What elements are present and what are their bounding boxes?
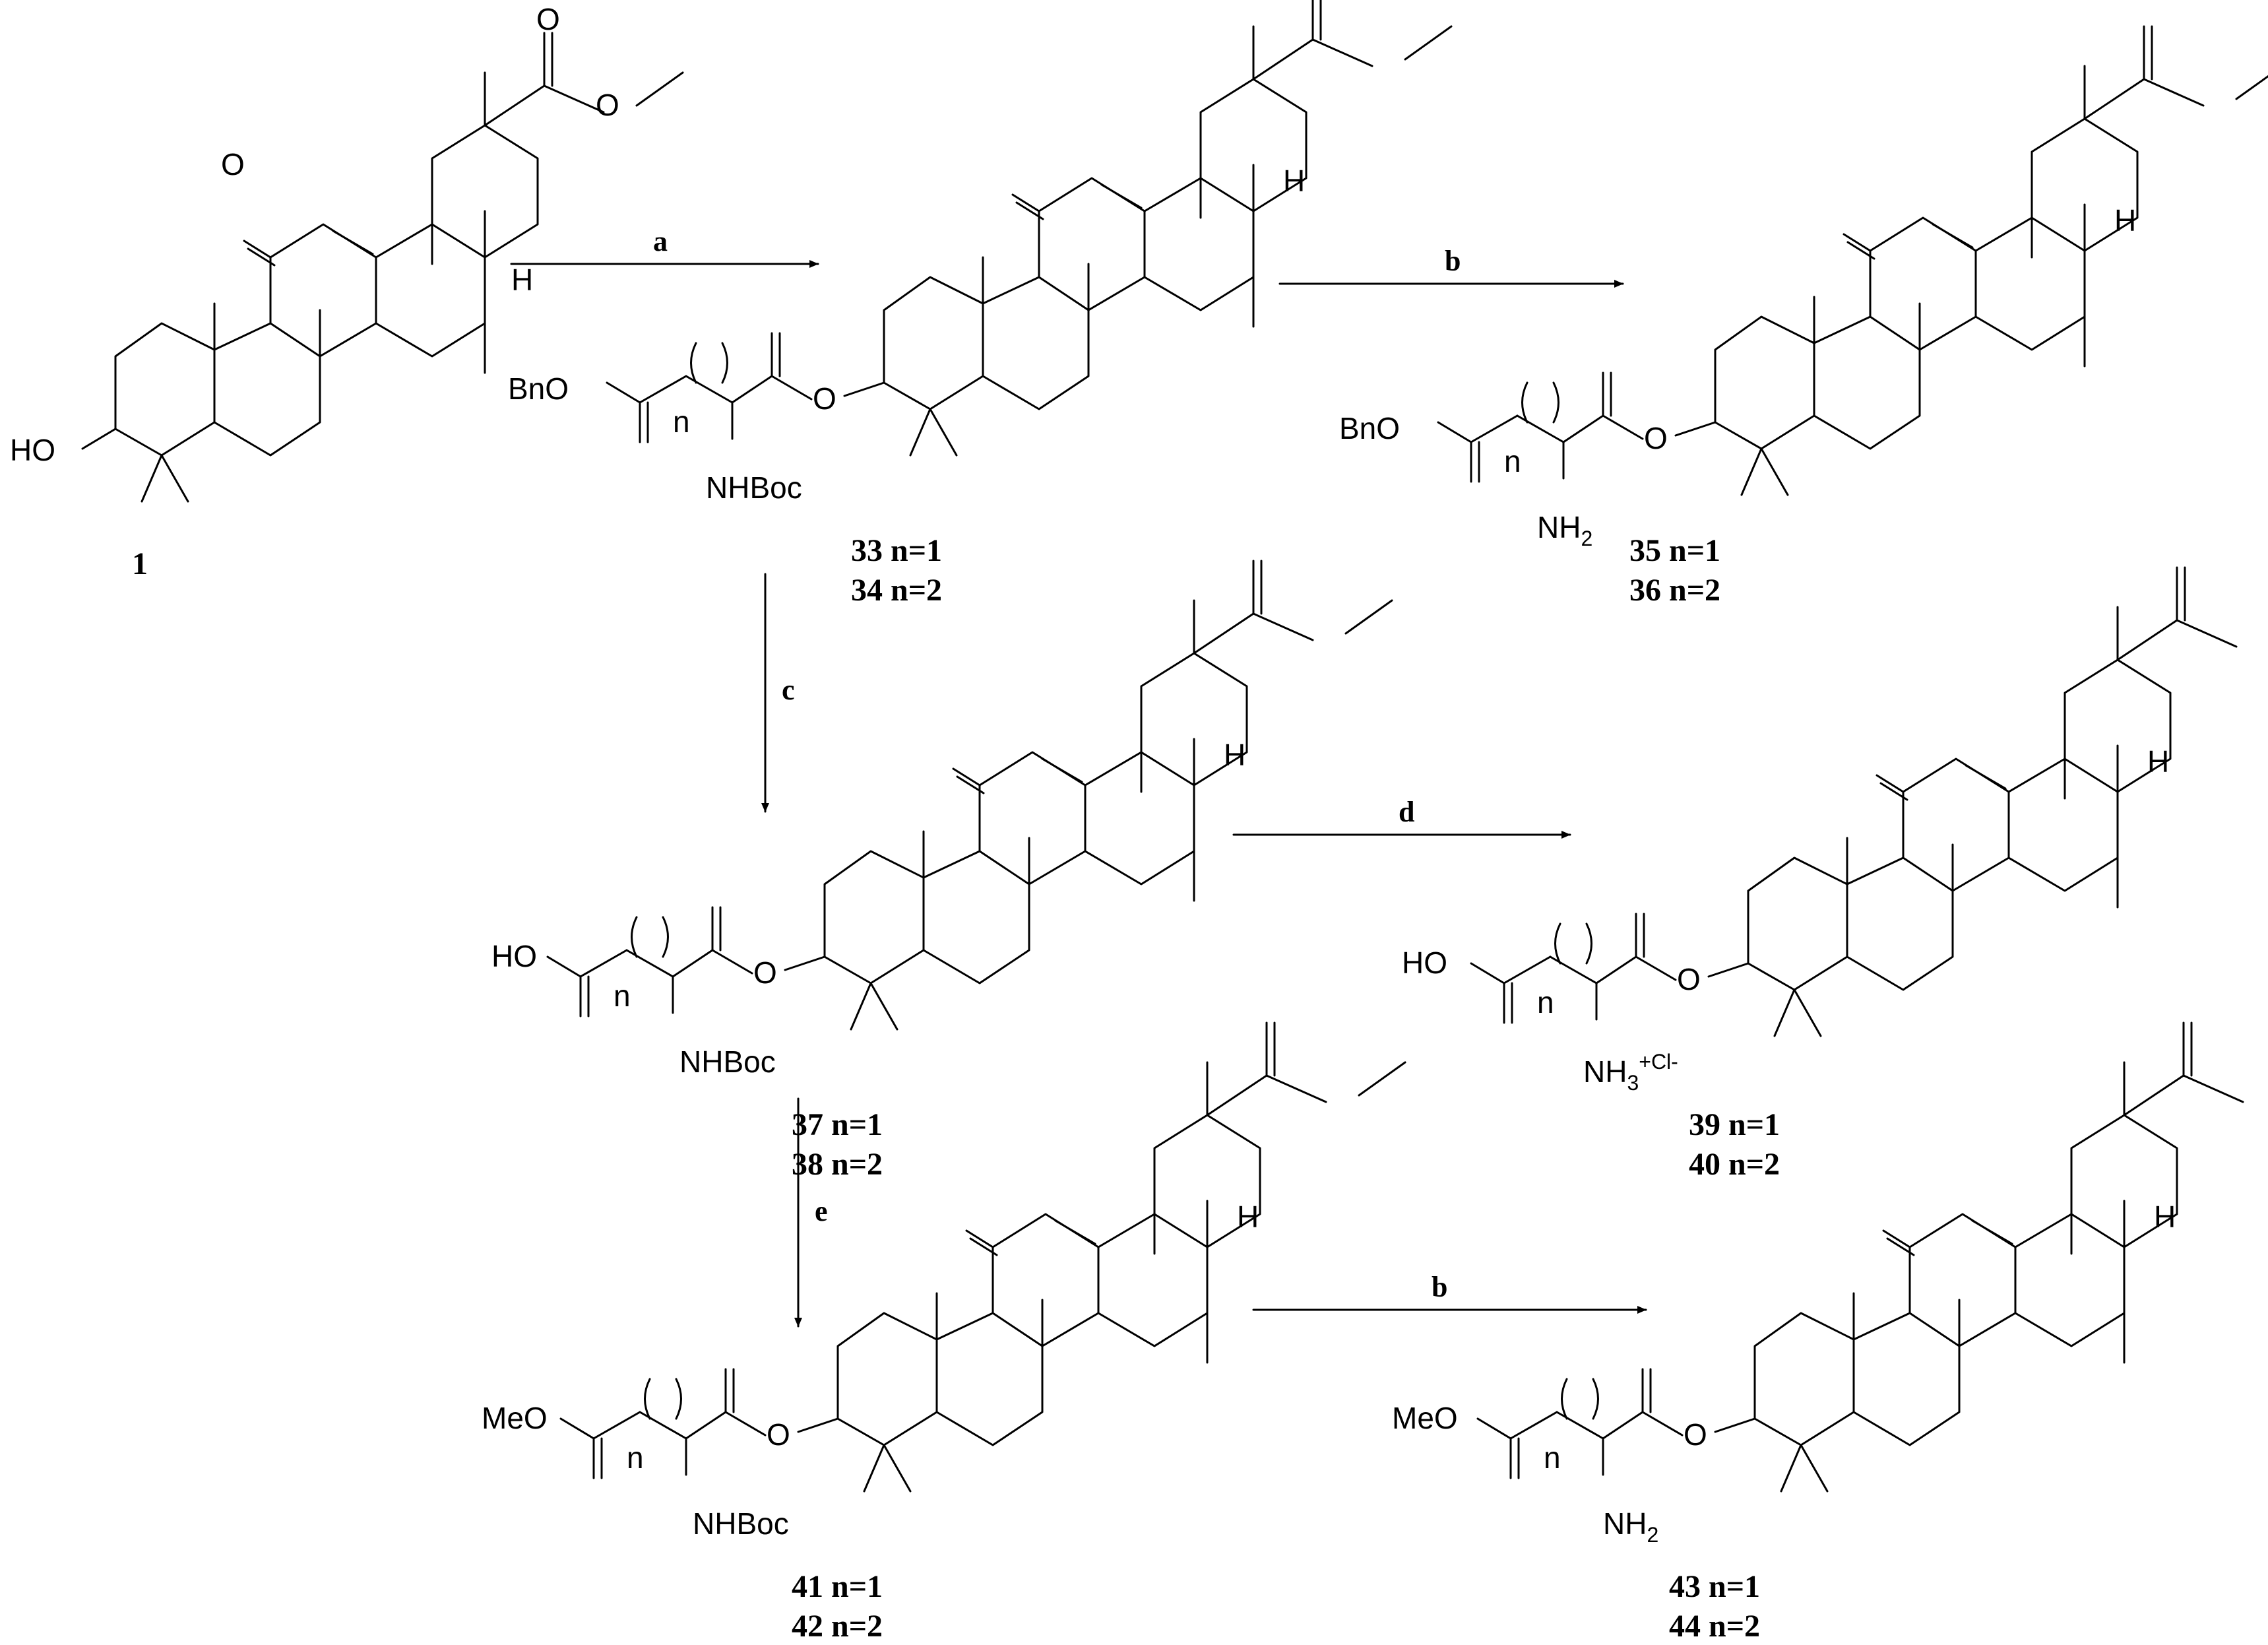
step-label-b1: b bbox=[1445, 245, 1461, 277]
ester-group-41: MeO bbox=[482, 1401, 548, 1435]
ester-group-35: BnO bbox=[1339, 411, 1400, 445]
n-label: n bbox=[1544, 1440, 1561, 1475]
step-label-c: c bbox=[782, 674, 795, 706]
amine-group-41: NHBoc bbox=[693, 1506, 789, 1541]
compound-label-36: 36 n=2 bbox=[1629, 573, 1720, 608]
compound-39-40: O n H bbox=[1470, 566, 2268, 1037]
amine-group-39: NH3+Cl- bbox=[1583, 1050, 1678, 1095]
n-label: n bbox=[1537, 985, 1554, 1019]
compound-label-43: 43 n=1 bbox=[1669, 1569, 1760, 1604]
compound-33-34: O n H bbox=[606, 0, 1453, 457]
ester-o: O bbox=[1684, 1417, 1707, 1452]
amine-group-33: NHBoc bbox=[706, 470, 802, 505]
ester-o: O bbox=[753, 955, 777, 990]
ester-o: O bbox=[1677, 962, 1701, 996]
amine-group-43: NH2 bbox=[1603, 1506, 1658, 1547]
compound-label-34: 34 n=2 bbox=[851, 573, 942, 608]
ester-o: O bbox=[813, 381, 836, 416]
n-label: n bbox=[614, 979, 631, 1013]
ester-group-39: HO bbox=[1402, 946, 1447, 980]
compound-41-42: O n H bbox=[559, 1021, 1406, 1493]
compound-label-42: 42 n=2 bbox=[792, 1609, 883, 1644]
n-label: n bbox=[627, 1440, 644, 1475]
compound-label-37: 37 n=1 bbox=[792, 1107, 883, 1142]
h-label: H bbox=[2114, 203, 2136, 238]
hydroxyl-label: HO bbox=[10, 433, 55, 467]
ketone-o-label: O bbox=[221, 147, 245, 181]
amine-group-37: NHBoc bbox=[679, 1045, 776, 1079]
compound-label-1: 1 bbox=[132, 546, 148, 581]
h-label: H bbox=[511, 263, 533, 297]
compound-label-40: 40 n=2 bbox=[1689, 1147, 1780, 1182]
h-label: H bbox=[2154, 1200, 2176, 1234]
ester-group-43: MeO bbox=[1392, 1401, 1458, 1435]
compound-label-33: 33 n=1 bbox=[851, 533, 942, 568]
amine-group-35: NH2 bbox=[1537, 510, 1592, 550]
h-label: H bbox=[1237, 1200, 1259, 1234]
step-label-e: e bbox=[815, 1195, 828, 1227]
ester-o-label: O bbox=[596, 88, 619, 122]
compound-43-44: O n H bbox=[1476, 1021, 2268, 1493]
compound-label-44: 44 n=2 bbox=[1669, 1609, 1760, 1644]
compound-37-38: O n H bbox=[546, 560, 1393, 1031]
compound-35-36: O n H bbox=[1437, 25, 2268, 496]
ester-group-33: BnO bbox=[508, 371, 569, 406]
n-label: n bbox=[673, 404, 690, 439]
step-label-d: d bbox=[1399, 796, 1414, 828]
h-label: H bbox=[2147, 744, 2169, 779]
ester-o: O bbox=[1644, 421, 1668, 455]
compound-label-35: 35 n=1 bbox=[1629, 533, 1720, 568]
ester-group-37: HO bbox=[491, 939, 537, 973]
h-label: H bbox=[1224, 738, 1245, 772]
compound-label-39: 39 n=1 bbox=[1689, 1107, 1780, 1142]
h-label: H bbox=[1283, 164, 1305, 198]
step-label-b2: b bbox=[1432, 1271, 1447, 1303]
n-label: n bbox=[1504, 444, 1521, 478]
carbonyl-o-label: O bbox=[536, 2, 560, 36]
compound-label-41: 41 n=1 bbox=[792, 1569, 883, 1604]
step-label-a: a bbox=[653, 225, 668, 257]
compound-1: HO O H O O bbox=[10, 2, 684, 503]
compound-label-38: 38 n=2 bbox=[792, 1147, 883, 1182]
ester-o: O bbox=[767, 1417, 790, 1452]
